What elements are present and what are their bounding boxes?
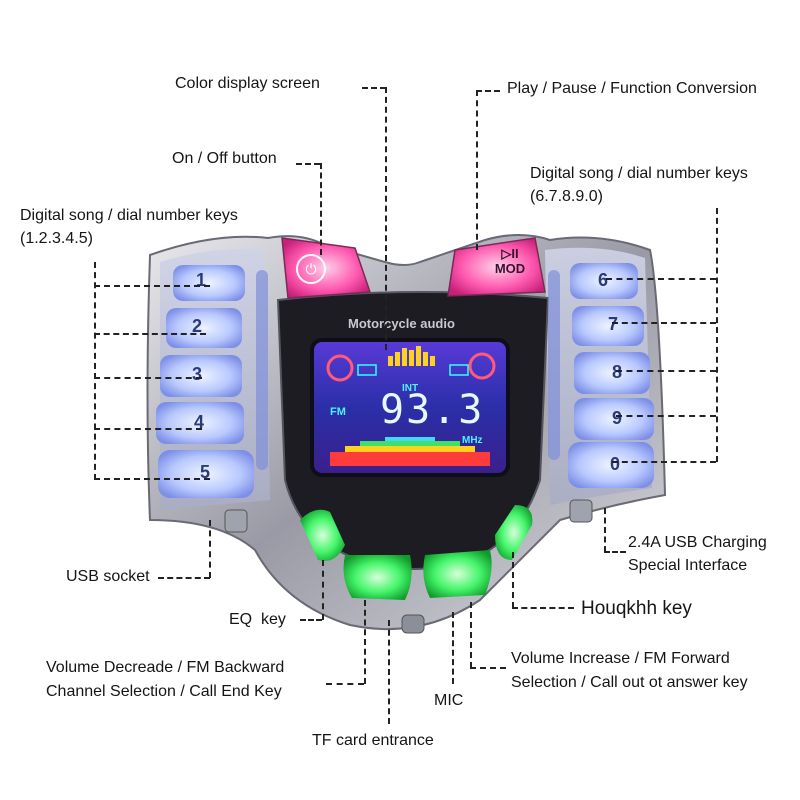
label-digital-keys-left: Digital song / dial number keys	[20, 207, 238, 224]
play-mod-button[interactable]: ▷II MOD	[485, 246, 535, 286]
mod-text: MOD	[494, 261, 526, 276]
power-icon: ⏻	[305, 261, 317, 277]
key-4[interactable]: 4	[194, 412, 205, 432]
key-5[interactable]: 5	[200, 462, 211, 482]
key-2[interactable]: 2	[192, 316, 203, 336]
label-volume-decrease: Volume Decreade / FM Backward	[46, 659, 285, 676]
label-mic: MIC	[434, 692, 464, 709]
volume-increase-key[interactable]	[426, 553, 488, 597]
label-usb-charging-sub: Special Interface	[628, 557, 748, 574]
label-eq-key: EQ key	[229, 611, 286, 628]
key-7[interactable]: 7	[608, 314, 619, 334]
label-houqkhh-key: Houqkhh key	[581, 598, 692, 619]
top-equalizer	[388, 346, 435, 366]
label-color-display-screen: Color display screen	[175, 75, 320, 92]
left-key-shapes	[156, 265, 254, 498]
screen-int: INT	[402, 383, 419, 394]
key-3[interactable]: 3	[192, 364, 203, 384]
play-pause-icon: ▷II	[501, 246, 519, 261]
green-key-shapes	[300, 505, 533, 600]
label-tf-card: TF card entrance	[312, 732, 434, 749]
eq-key[interactable]	[304, 512, 342, 558]
screen-frequency: 93.3	[380, 387, 485, 433]
label-on-off-button: On / Off button	[172, 150, 277, 167]
key-1[interactable]: 1	[196, 270, 207, 290]
houqkhh-key[interactable]	[498, 508, 532, 558]
screen-unit: MHz	[462, 435, 483, 446]
label-volume-increase-sub: Selection / Call out ot answer key	[511, 674, 748, 691]
label-digital-keys-right-sub: (6.7.8.9.0)	[530, 188, 603, 205]
brand-text: Motorcycle audio	[348, 316, 455, 331]
bottom-equalizer	[330, 437, 490, 466]
key-8[interactable]: 8	[612, 362, 623, 382]
label-digital-keys-left-sub: (1.2.3.4.5)	[20, 230, 93, 247]
label-play-pause: Play / Pause / Function Conversion	[507, 80, 757, 97]
key-9[interactable]: 9	[612, 408, 623, 428]
screen-mode: FM	[330, 406, 346, 418]
label-usb-charging: 2.4A USB Charging	[628, 534, 767, 551]
label-usb-socket: USB socket	[66, 568, 150, 585]
key-6[interactable]: 6	[598, 270, 609, 290]
label-volume-decrease-sub: Channel Selection / Call End Key	[46, 683, 282, 700]
right-key-shapes	[568, 263, 654, 488]
power-button-shape	[281, 237, 372, 299]
play-button-shape	[447, 237, 546, 297]
power-button[interactable]: ⏻	[296, 254, 326, 284]
label-digital-keys-right: Digital song / dial number keys	[530, 165, 748, 182]
label-volume-increase: Volume Increase / FM Forward	[511, 650, 730, 667]
key-0[interactable]: 0	[610, 454, 621, 474]
volume-decrease-key[interactable]	[348, 556, 410, 598]
